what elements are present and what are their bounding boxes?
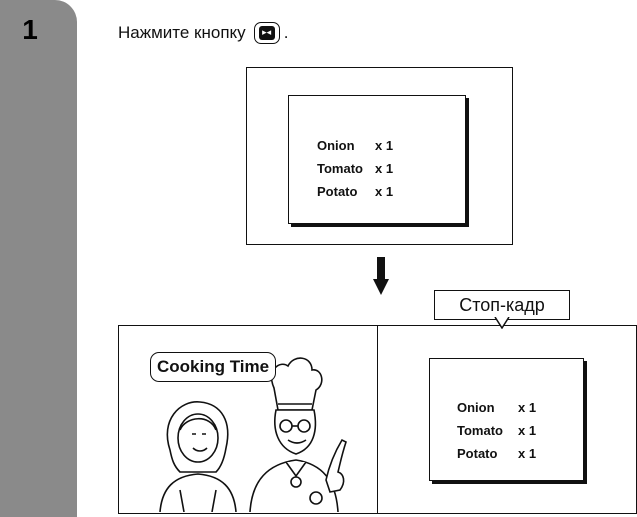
step-number: 1 [22, 14, 38, 45]
instruction-text: Нажмите кнопку [118, 23, 246, 42]
cooking-show-hosts-illustration [159, 357, 347, 512]
instruction-period: . [283, 23, 289, 42]
step-pause-icon: ▸◂ [253, 22, 280, 44]
step-sidebar [0, 0, 77, 517]
callout-pointer [494, 317, 510, 329]
list-item: Onion x 1 [457, 400, 537, 415]
list-item: Onion x 1 [317, 138, 394, 153]
ingredient-list: Onion x 1 Tomato x 1 Potato x 1 [457, 396, 536, 465]
ingredient-card-still: Onion x 1 Tomato x 1 Potato x 1 [429, 358, 584, 481]
list-item: Potato x 1 [317, 184, 394, 199]
split-divider [377, 325, 378, 514]
ingredient-card-before: Onion x 1 Tomato x 1 Potato x 1 [288, 95, 466, 224]
list-item: Tomato x 1 [317, 161, 394, 176]
program-title-label: Cooking Time [150, 352, 277, 382]
ingredient-list: Onion x 1 Tomato x 1 Potato x 1 [317, 134, 393, 203]
arrow-down-icon [373, 257, 389, 295]
list-item: Potato x 1 [457, 446, 537, 461]
freeze-frame-callout: Стоп-кадр [434, 290, 570, 320]
instruction-line: Нажмите кнопку ▸◂ . [118, 22, 288, 44]
list-item: Tomato x 1 [457, 423, 537, 438]
